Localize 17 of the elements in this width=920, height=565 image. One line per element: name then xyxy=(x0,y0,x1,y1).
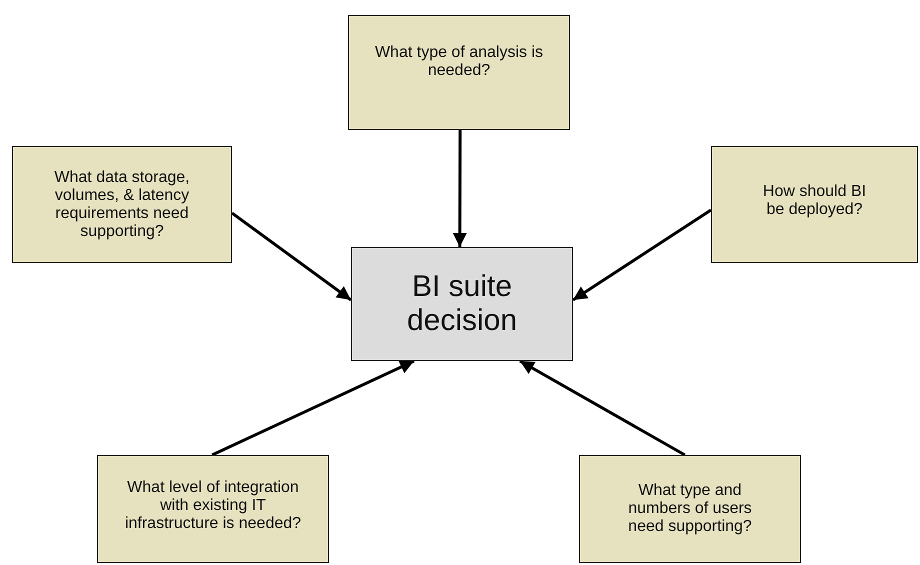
arrow xyxy=(452,130,467,247)
question-text: What type and numbers of users need supporting? xyxy=(627,482,753,536)
decision-box xyxy=(351,247,573,361)
question-box xyxy=(12,146,232,263)
arrow xyxy=(519,360,686,456)
question-box xyxy=(711,146,918,263)
arrow xyxy=(231,212,352,302)
question-text: What type of analysis is needed? xyxy=(374,44,544,80)
question-box xyxy=(579,455,801,563)
question-text: What level of integration with existing IT infrastructure is needed? xyxy=(124,479,302,533)
arrow xyxy=(572,208,712,302)
question-text: What data storage, volumes, & latency requirements need supporting? xyxy=(53,168,191,240)
decision-text: BI suite decision xyxy=(406,270,518,338)
question-box xyxy=(348,15,570,130)
question-box xyxy=(97,455,329,563)
arrow xyxy=(211,360,415,456)
question-text: How should BI be deployed? xyxy=(762,182,868,218)
